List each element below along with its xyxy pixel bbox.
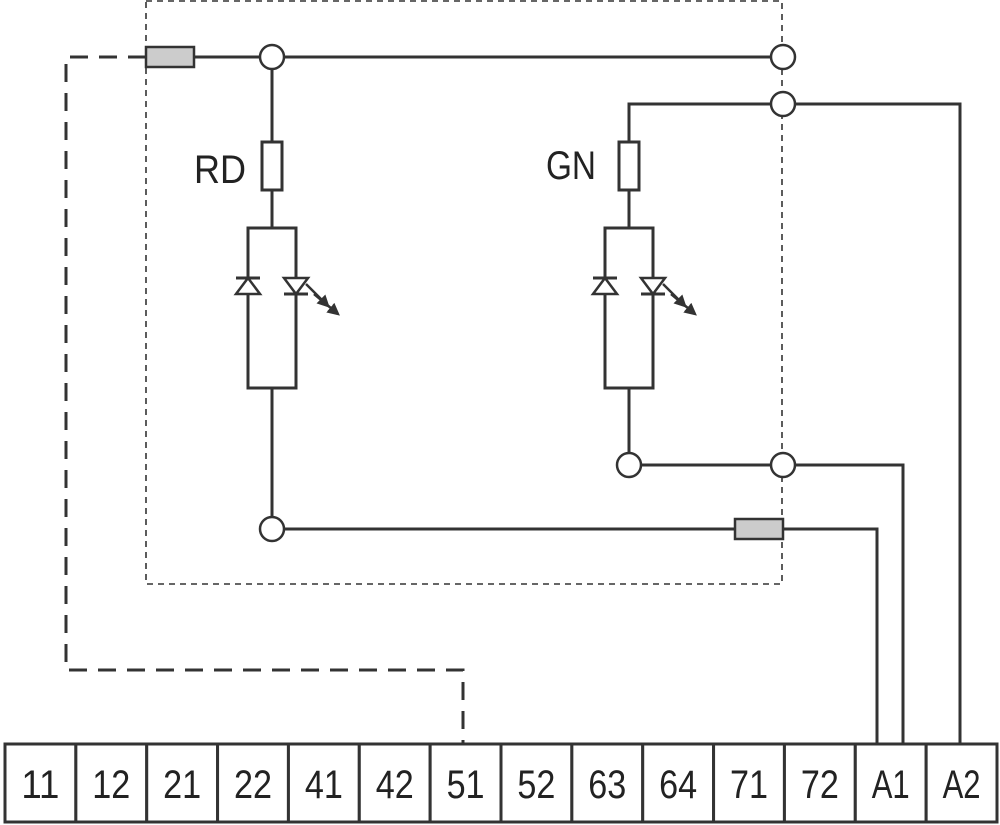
- terminal-64: 64: [641, 742, 716, 824]
- terminal-a1: A1: [853, 742, 928, 824]
- terminal-label: A1: [872, 763, 910, 807]
- green-led-diode: [638, 276, 668, 297]
- top-connector: [144, 45, 196, 69]
- terminal-box: [428, 742, 503, 824]
- red-led-frame: [246, 226, 298, 390]
- terminal-box: [712, 742, 786, 824]
- node-top-left: [258, 43, 286, 71]
- terminal-41: 41: [286, 742, 361, 824]
- green-resistor: [617, 140, 641, 192]
- terminal-22: 22: [216, 742, 290, 824]
- terminal-box: [74, 742, 149, 824]
- terminal-box: [499, 742, 574, 824]
- wire-to-a1-from-node: [795, 463, 905, 744]
- terminal-box: [216, 742, 290, 824]
- red-light-arrow-2: [313, 293, 340, 316]
- terminal-box: [853, 742, 928, 824]
- terminal-12: 12: [74, 742, 149, 824]
- red-led-diode: [281, 276, 311, 297]
- terminal-a2: A2: [924, 742, 999, 824]
- terminal-label: 72: [801, 763, 839, 807]
- terminal-21: 21: [145, 742, 220, 824]
- terminal-box: [641, 742, 716, 824]
- terminal-11: 11: [3, 742, 78, 824]
- green-protection-diode: [590, 275, 620, 296]
- red-led-label: RD: [194, 148, 246, 192]
- wire-to-a1-from-connector: [783, 527, 879, 744]
- red-protection-diode: [233, 275, 263, 296]
- terminal-label: A2: [943, 763, 981, 807]
- wire-to-a2: [795, 102, 962, 744]
- terminal-box: [782, 742, 857, 824]
- terminal-box: [3, 742, 78, 824]
- terminal-51: 51: [428, 742, 503, 824]
- bottom-connector: [733, 517, 785, 541]
- module-enclosure: [145, 0, 783, 585]
- terminal-label: 11: [21, 763, 59, 807]
- terminal-42: 42: [357, 742, 432, 824]
- terminal-label: 42: [376, 763, 414, 807]
- green-light-arrow-2: [670, 293, 697, 316]
- terminal-label: 41: [305, 763, 343, 807]
- terminal-72: 72: [782, 742, 857, 824]
- terminal-label: 64: [659, 763, 697, 807]
- green-led-label: GN: [546, 144, 596, 188]
- terminal-label: 21: [163, 763, 201, 807]
- terminal-box: [145, 742, 220, 824]
- node-green-bottom-right: [769, 451, 797, 479]
- green-led-frame: [603, 226, 655, 390]
- terminal-63: 63: [570, 742, 645, 824]
- terminal-label: 12: [92, 763, 130, 807]
- node-top-right: [769, 43, 797, 71]
- node-green-top: [769, 90, 797, 118]
- green-branch-wire-top: [627, 102, 771, 142]
- terminal-label: 52: [517, 763, 555, 807]
- node-green-bottom-left: [615, 451, 643, 479]
- node-red-bottom: [258, 515, 286, 543]
- terminal-label: 63: [588, 763, 626, 807]
- terminal-71: 71: [712, 742, 786, 824]
- terminal-box: [357, 742, 432, 824]
- terminal-label: 71: [730, 763, 768, 807]
- dashed-link-terminal-51: [64, 55, 465, 744]
- terminal-52: 52: [499, 742, 574, 824]
- terminal-label: 51: [447, 763, 485, 807]
- red-resistor: [260, 140, 284, 192]
- terminal-strip: 11 12 21 22 41 42 51 52 63 64 71 72 A1 A2: [3, 742, 999, 824]
- terminal-box: [924, 742, 999, 824]
- terminal-label: 22: [234, 763, 272, 807]
